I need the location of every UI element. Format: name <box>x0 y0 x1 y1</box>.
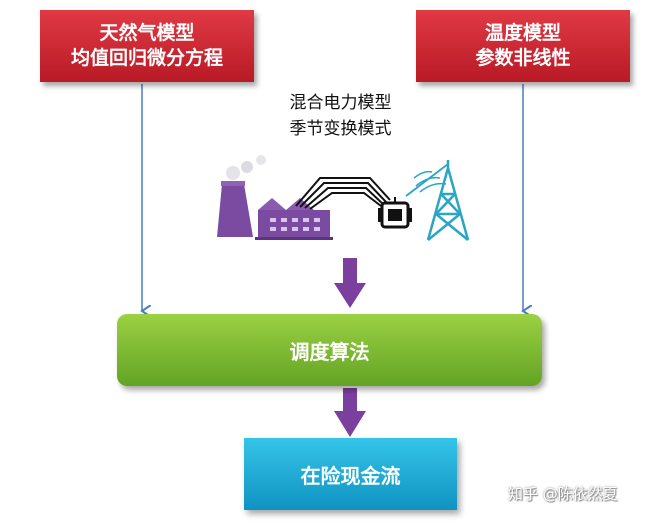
hybrid-model-subtitle: 季节变换模式 <box>289 119 392 139</box>
dispatch-algorithm-label: 调度算法 <box>289 339 370 364</box>
gas-model-subtitle: 均值回归微分方程 <box>70 47 223 69</box>
transmission-lines-icon <box>295 177 391 210</box>
cash-flow-at-risk-label: 在险现金流 <box>300 463 401 488</box>
dispatch-algorithm-box: 调度算法 <box>117 314 542 386</box>
dispatch-to-risk-arrow <box>334 388 366 437</box>
temp-model-subtitle: 参数非线性 <box>475 47 571 69</box>
power-plant-icon <box>217 155 333 240</box>
temp-model-title: 温度模型 <box>484 22 561 44</box>
hybrid-model-title: 混合电力模型 <box>289 93 392 113</box>
temp-model-box: 温度模型 参数非线性 <box>416 10 630 82</box>
gas-model-title: 天然气模型 <box>99 22 195 44</box>
hybrid-to-dispatch-arrow <box>334 258 366 308</box>
hybrid-model-label: 混合电力模型 季节变换模式 <box>268 90 413 142</box>
watermark: 知乎 @陈依然夏 <box>508 485 618 503</box>
gas-model-box: 天然气模型 均值回归微分方程 <box>40 10 254 82</box>
transformer-icon <box>378 197 412 229</box>
cash-flow-at-risk-box: 在险现金流 <box>244 438 457 510</box>
radio-tower-icon <box>405 160 470 241</box>
